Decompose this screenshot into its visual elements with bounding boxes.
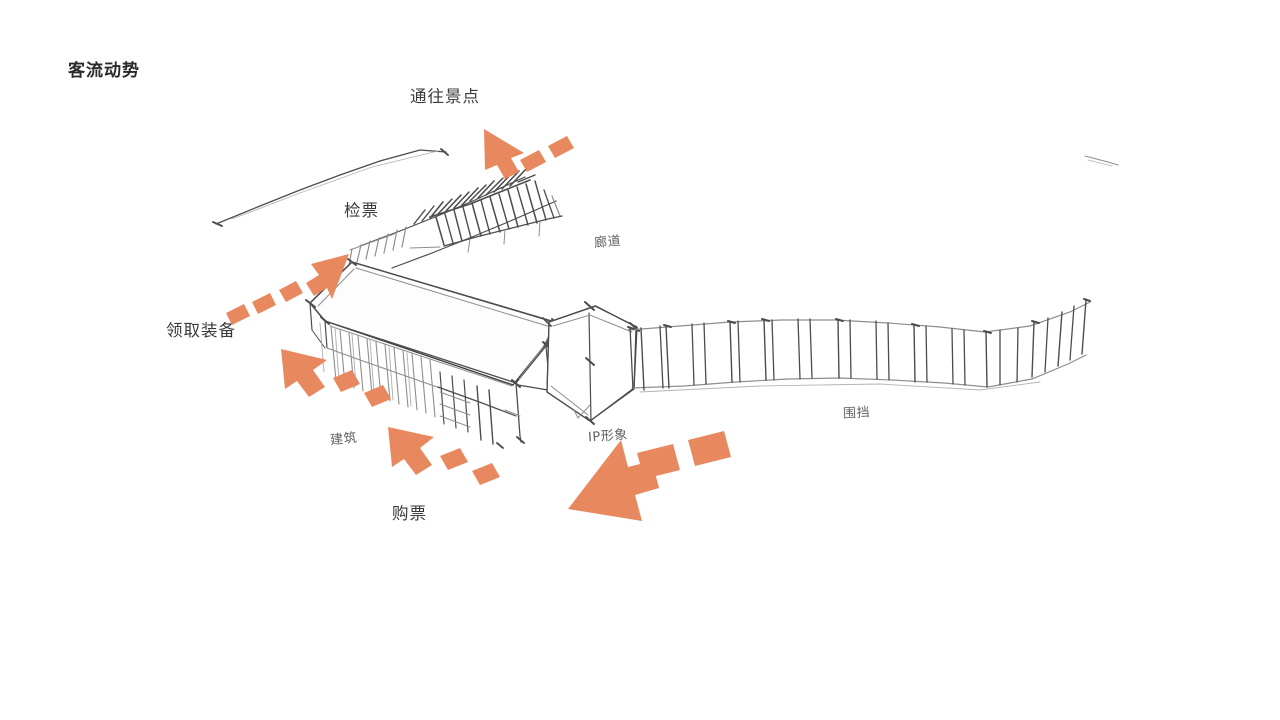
flow-arrow-to-ticket	[388, 427, 500, 485]
flow-arrow-to-check	[226, 254, 349, 325]
service-building	[305, 258, 561, 449]
sketch-annotation-building: 建筑	[329, 430, 358, 449]
flow-label-buy-ticket: 购票	[392, 505, 427, 523]
flow-arrow-to-gear	[281, 349, 391, 407]
slatted-corridor-roof	[348, 167, 563, 269]
flow-label-ticket-check: 检票	[344, 202, 379, 220]
site-hoarding-fence	[627, 298, 1091, 393]
sketch-annotation-corridor: 廊道	[593, 233, 622, 252]
ip-mascot-volume	[542, 301, 640, 425]
flow-arrow-entry	[568, 431, 731, 521]
sketch-annotation-fence: 围挡	[842, 405, 871, 422]
sketch-annotation-ip-mascot: IP形象	[587, 427, 629, 446]
flow-arrow-to-scenic	[484, 129, 574, 179]
axis-guide-line	[212, 148, 449, 227]
stray-pencil-mark	[1084, 155, 1119, 167]
page-title: 客流动势	[68, 61, 140, 80]
flow-label-to-scenic: 通往景点	[410, 88, 480, 106]
flow-label-collect-gear: 领取装备	[166, 322, 236, 340]
